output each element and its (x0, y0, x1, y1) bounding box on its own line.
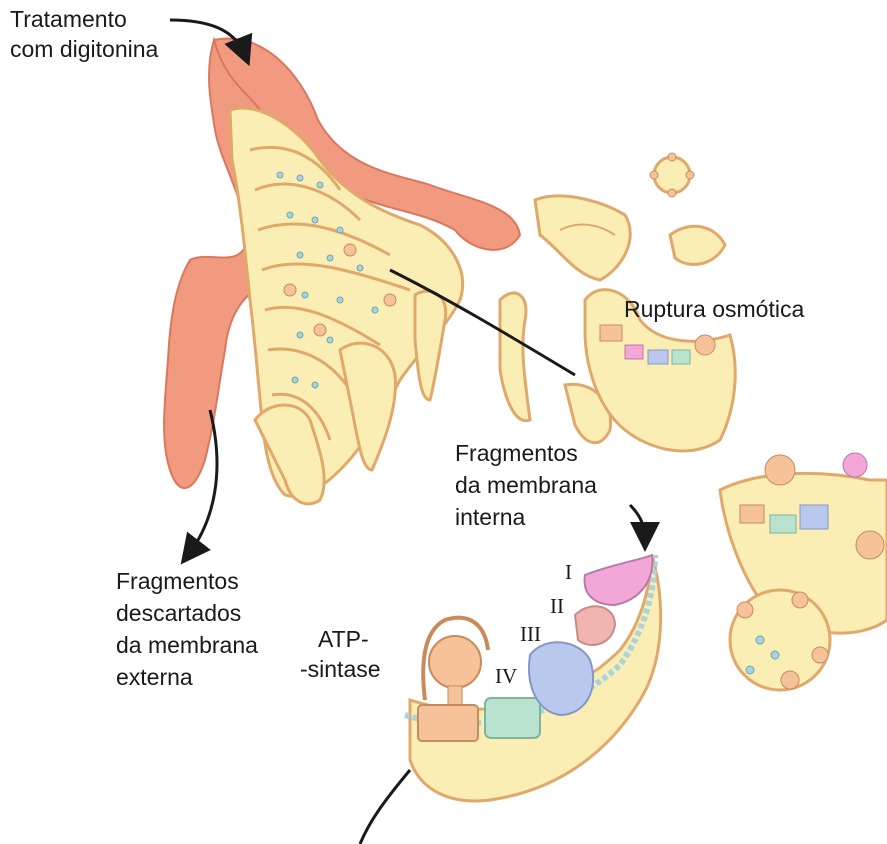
label-digitonin-line1: Tratamento (10, 6, 127, 33)
label-complex-iii: III (520, 622, 541, 647)
complex-i (585, 555, 653, 605)
label-complex-iv: IV (495, 664, 517, 689)
label-outer-line1: Fragmentos (116, 568, 239, 595)
inner-membrane-fragment-detail (405, 555, 661, 801)
complex-ii (575, 606, 615, 645)
label-atp-line1: ATP- (318, 626, 369, 653)
label-atp-line2: -sintase (300, 656, 381, 683)
right-vesicles (720, 453, 887, 690)
label-digitonin-line2: com digitonina (10, 36, 158, 63)
label-complex-ii: II (550, 594, 564, 619)
label-complex-i: I (565, 560, 572, 585)
label-osmotic-rupture: Ruptura osmótica (624, 296, 804, 323)
label-outer-line4: externa (116, 664, 193, 691)
label-inner-line2: da membrana (455, 472, 597, 499)
label-inner-line3: interna (455, 504, 525, 531)
label-inner-line1: Fragmentos (455, 440, 578, 467)
atp-synthase (418, 618, 488, 741)
label-outer-line2: descartados (116, 600, 241, 627)
complex-iv (485, 698, 540, 738)
label-outer-line3: da membrana (116, 632, 258, 659)
